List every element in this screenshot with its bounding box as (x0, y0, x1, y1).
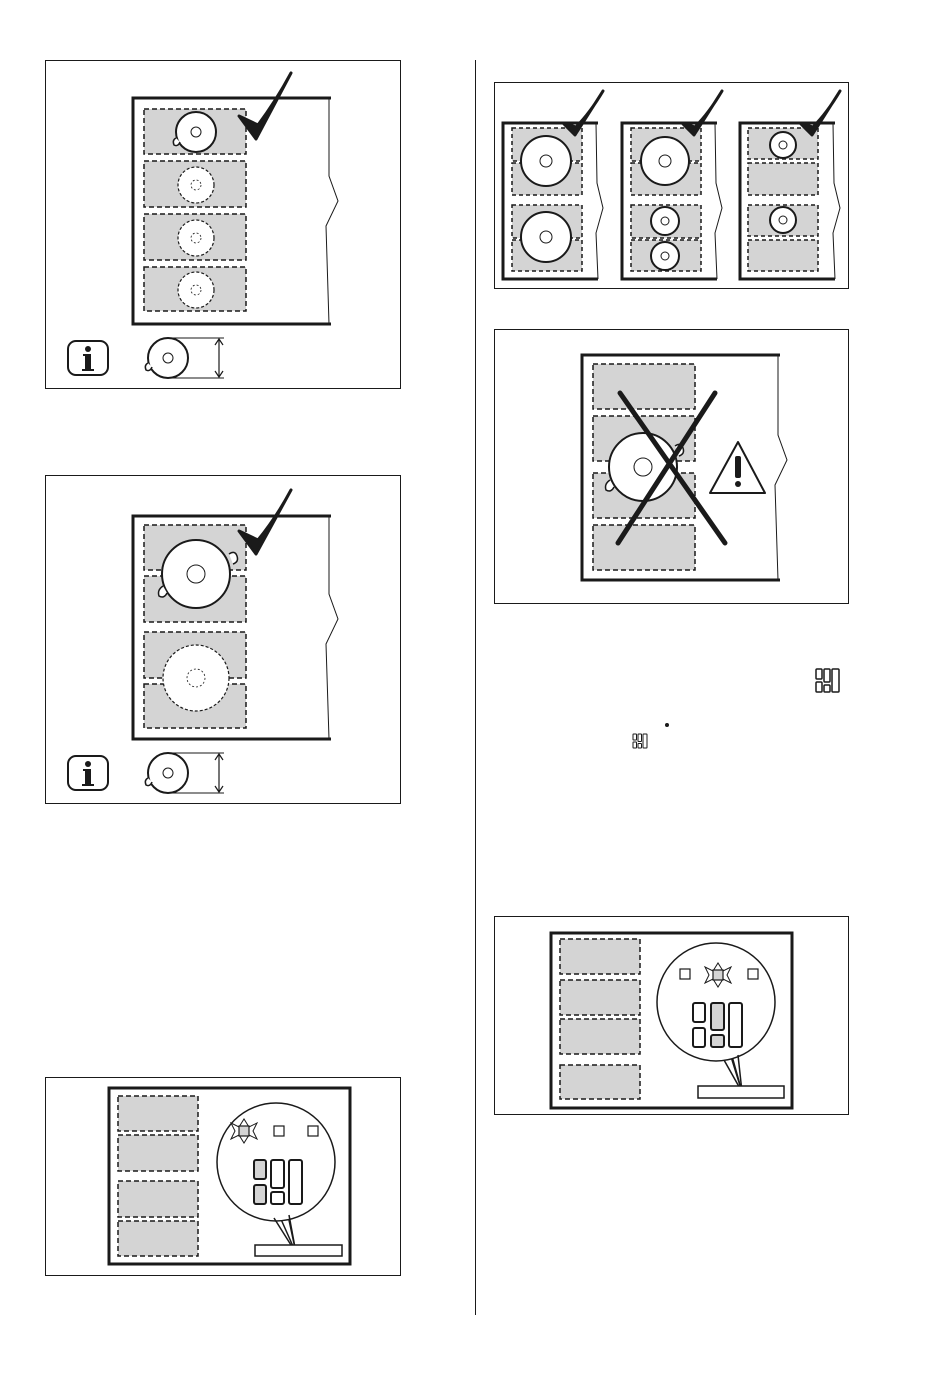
check-icon (800, 91, 840, 135)
figure-three-configurations (494, 82, 849, 289)
check-icon (239, 490, 291, 554)
figure-small-pot-single-zone (45, 60, 401, 389)
figure-large-pot-bridge-zones (45, 475, 401, 804)
pot-diameter-icon (145, 753, 224, 793)
figure-display-middle-zone (494, 916, 849, 1115)
check-icon (682, 91, 722, 135)
zone-layout-icon (814, 667, 842, 695)
column-divider (475, 60, 476, 1315)
figure-display-left-zone (45, 1077, 401, 1276)
check-icon (239, 73, 291, 139)
check-icon (563, 91, 603, 135)
figure-wrong-pot-placement (494, 329, 849, 604)
warning-icon (710, 442, 765, 493)
pot-large-dashed (163, 645, 229, 711)
illustration-small-pot (46, 61, 402, 390)
illustration-display-middle (495, 917, 850, 1116)
dot-icon (664, 722, 670, 728)
illustration-wrong-placement (495, 330, 850, 605)
illustration-display-left (46, 1078, 402, 1277)
illustration-large-pot (46, 476, 402, 805)
info-icon (68, 341, 108, 375)
info-icon (68, 756, 108, 790)
illustration-three-configs (495, 83, 850, 290)
pot-diameter-icon (145, 338, 224, 378)
zone-layout-small-icon (632, 733, 648, 749)
